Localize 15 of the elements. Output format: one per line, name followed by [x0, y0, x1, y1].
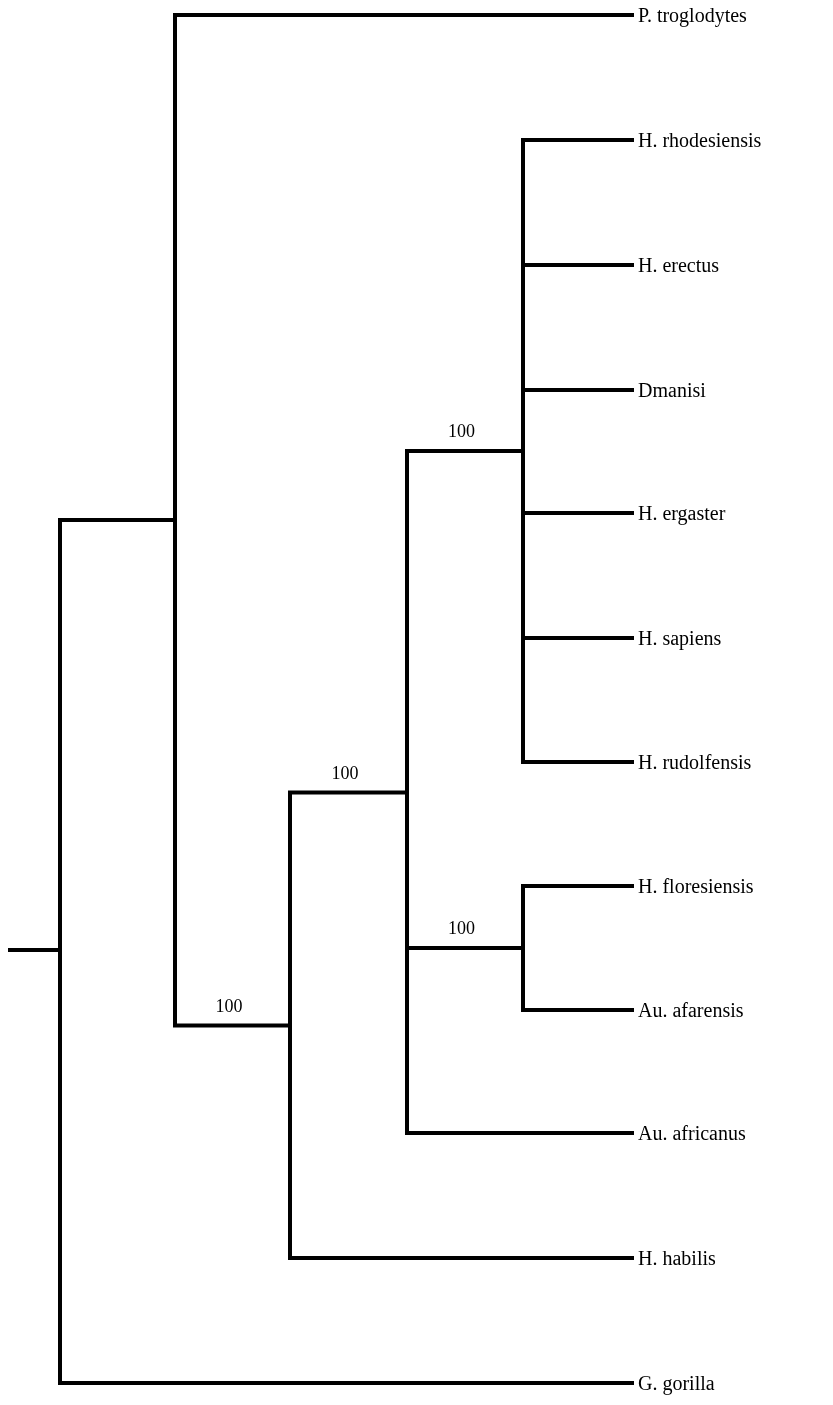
taxon-label: P. troglodytes [638, 3, 747, 27]
taxon-label: H. rudolfensis [638, 750, 752, 774]
taxon-label: H. habilis [638, 1246, 716, 1270]
taxon-label: H. erectus [638, 253, 720, 277]
tree-branch [405, 449, 521, 453]
taxon-label: Au. africanus [638, 1121, 746, 1145]
taxon-label: H. sapiens [638, 626, 722, 650]
taxon-label: Au. afarensis [638, 998, 744, 1022]
tree-branch [8, 948, 58, 952]
taxon-label: G. gorilla [638, 1371, 715, 1395]
tree-branch [173, 1023, 288, 1028]
taxon-label: H. ergaster [638, 501, 726, 525]
taxon-label: H. rhodesiensis [638, 128, 762, 152]
taxon-label: Dmanisi [638, 378, 706, 402]
taxon-label: H. floresiensis [638, 874, 754, 898]
